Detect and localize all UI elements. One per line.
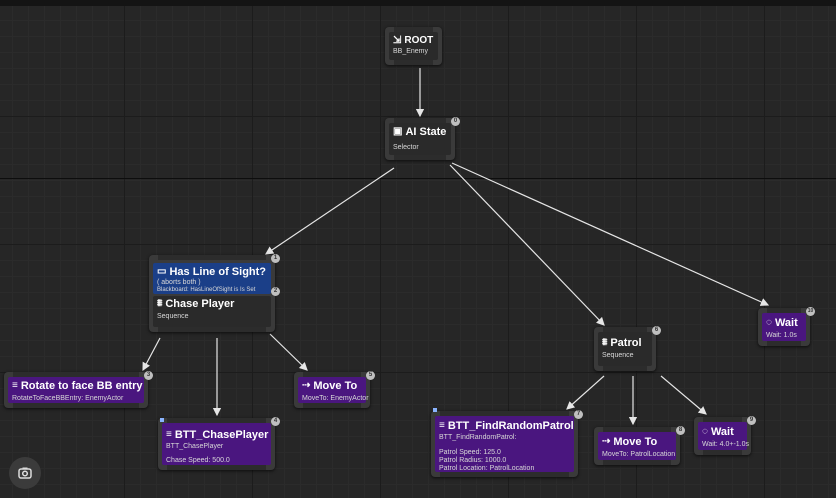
sequence-icon: ⩩	[602, 337, 608, 348]
has-line-of-sight-decorator[interactable]: ▭Has Line of Sight? ( aborts both ) Blac…	[153, 263, 271, 294]
btt-find-random-patrol-node[interactable]: ≡BTT_FindRandomPatrol BTT_FindRandomPatr…	[431, 408, 583, 477]
graph-top-bar	[0, 0, 836, 6]
ai-state-node[interactable]: ▣AI State Selector 0	[385, 117, 460, 160]
root-icon: ⇲	[393, 34, 402, 46]
find-random-title: BTT_FindRandomPatrol	[447, 420, 574, 432]
wait-main-title: Wait	[774, 317, 798, 329]
chase-player-subtitle: Sequence	[157, 313, 189, 320]
execution-order-badge: 7	[574, 410, 583, 419]
move-to-patrol-subtitle: MoveTo: PatrolLocation	[602, 451, 676, 458]
find-random-speed: Patrol Speed: 125.0	[439, 449, 501, 456]
execution-order-badge: 6	[652, 326, 661, 335]
btt-chase-title: BTT_ChasePlayer	[174, 429, 269, 441]
btt-chase-player-node[interactable]: ≡BTT_ChasePlayer BTT_ChasePlayer Chase S…	[158, 417, 280, 470]
move-to-icon: ⇢	[602, 436, 611, 447]
move-to-enemy-node[interactable]: ⇢Move To MoveTo: EnemyActor 5	[294, 371, 375, 408]
blackboard-icon: ▭	[157, 266, 167, 277]
patrol-node[interactable]: ⩩Patrol Sequence 6	[594, 326, 661, 371]
wait-icon: ◌	[766, 317, 772, 328]
move-to-patrol-title: Move To	[613, 436, 658, 448]
move-to-enemy-title: Move To	[313, 380, 358, 392]
move-to-patrol-node[interactable]: ⇢Move To MoveTo: PatrolLocation 8	[594, 426, 685, 465]
edge-patrol-find	[566, 375, 605, 410]
wait-main-node[interactable]: ◌Wait Wait: 1.0s 10	[758, 307, 815, 346]
find-random-radius: Patrol Radius: 1000.0	[439, 457, 507, 464]
execution-order-badge: 2	[271, 287, 280, 296]
edge-aistate-patrol	[449, 164, 605, 326]
task-icon: ≡	[166, 429, 172, 440]
task-icon: ≡	[439, 420, 445, 431]
edge-chase-moveto	[269, 333, 308, 371]
find-random-subtitle: BTT_FindRandomPatrol:	[439, 434, 517, 441]
btt-chase-detail: Chase Speed: 500.0	[166, 457, 230, 464]
edge-aistate-wait	[451, 162, 770, 306]
ai-state-subtitle: Selector	[393, 144, 419, 151]
camera-glyph	[18, 467, 32, 479]
task-icon: ≡	[12, 380, 18, 391]
wait-icon: ◌	[702, 426, 708, 437]
find-random-location: Patrol Location: PatrolLocation	[439, 465, 535, 472]
execution-order-badge: 8	[676, 426, 685, 435]
selector-icon: ▣	[393, 126, 403, 137]
root-title: ROOT	[404, 35, 434, 46]
decorator-order-badge: 1	[271, 254, 280, 263]
wait-patrol-subtitle: Wait: 4.0+-1.0s	[702, 441, 750, 448]
rotate-title: Rotate to face BB entry	[20, 380, 143, 392]
btt-chase-subtitle: BTT_ChasePlayer	[166, 443, 224, 450]
move-to-enemy-subtitle: MoveTo: EnemyActor	[302, 395, 369, 402]
rotate-subtitle: RotateToFaceBBEntry: EnemyActor	[12, 395, 124, 402]
execution-order-badge: 0	[451, 117, 460, 126]
wait-patrol-node[interactable]: ◌Wait Wait: 4.0+-1.0s 9	[694, 416, 756, 455]
move-to-icon: ⇢	[302, 380, 311, 391]
blueprint-flag-icon	[433, 408, 437, 412]
root-node[interactable]: ⇲ROOT BB_Enemy	[385, 27, 442, 65]
edge-aistate-haslos	[265, 167, 395, 255]
has-los-aborts: ( aborts both )	[157, 279, 201, 286]
patrol-subtitle: Sequence	[602, 352, 634, 359]
ai-state-title: AI State	[405, 126, 447, 138]
lens-camera-icon[interactable]	[9, 457, 41, 489]
execution-order-badge: 3	[144, 371, 153, 380]
chase-player-node[interactable]: ▭Has Line of Sight? ( aborts both ) Blac…	[149, 254, 280, 332]
has-los-title: Has Line of Sight?	[169, 266, 267, 278]
sequence-icon: ⩩	[157, 298, 163, 309]
graph-major-gridline	[0, 178, 836, 179]
execution-order-badge: 5	[366, 371, 375, 380]
root-subtitle: BB_Enemy	[393, 48, 429, 55]
execution-order-badge: 4	[271, 417, 280, 426]
rotate-task-node[interactable]: ≡Rotate to face BB entry RotateToFaceBBE…	[4, 371, 153, 408]
execution-order-badge: 10	[806, 307, 815, 316]
execution-order-badge: 9	[747, 416, 756, 425]
edge-patrol-wait	[660, 375, 707, 415]
wait-main-subtitle: Wait: 1.0s	[766, 332, 797, 339]
chase-player-title: Chase Player	[165, 298, 235, 310]
blueprint-flag-icon	[160, 418, 164, 422]
patrol-title: Patrol	[610, 337, 642, 349]
has-los-detail: Blackboard: HasLineOfSight is Is Set	[157, 287, 256, 293]
edge-chase-rotate	[142, 337, 161, 372]
wait-patrol-title: Wait	[710, 426, 734, 438]
